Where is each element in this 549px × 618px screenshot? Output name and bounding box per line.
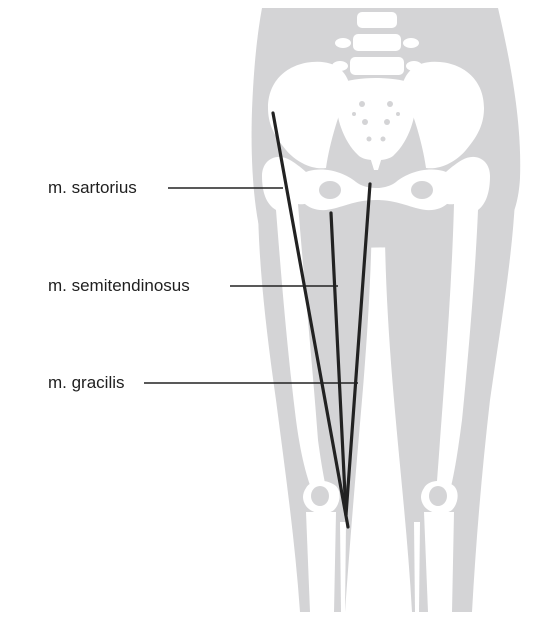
gracilis-label: m. gracilis: [48, 374, 126, 391]
semitendinosus-label: m. semitendinosus: [48, 277, 191, 294]
left-tibia: [306, 512, 336, 612]
right-patella: [429, 486, 447, 506]
left-patella: [311, 486, 329, 506]
sartorius-label: m. sartorius: [48, 179, 138, 196]
right-tibia: [424, 512, 454, 612]
left-fibula: [340, 522, 346, 612]
right-fibula: [414, 522, 420, 612]
